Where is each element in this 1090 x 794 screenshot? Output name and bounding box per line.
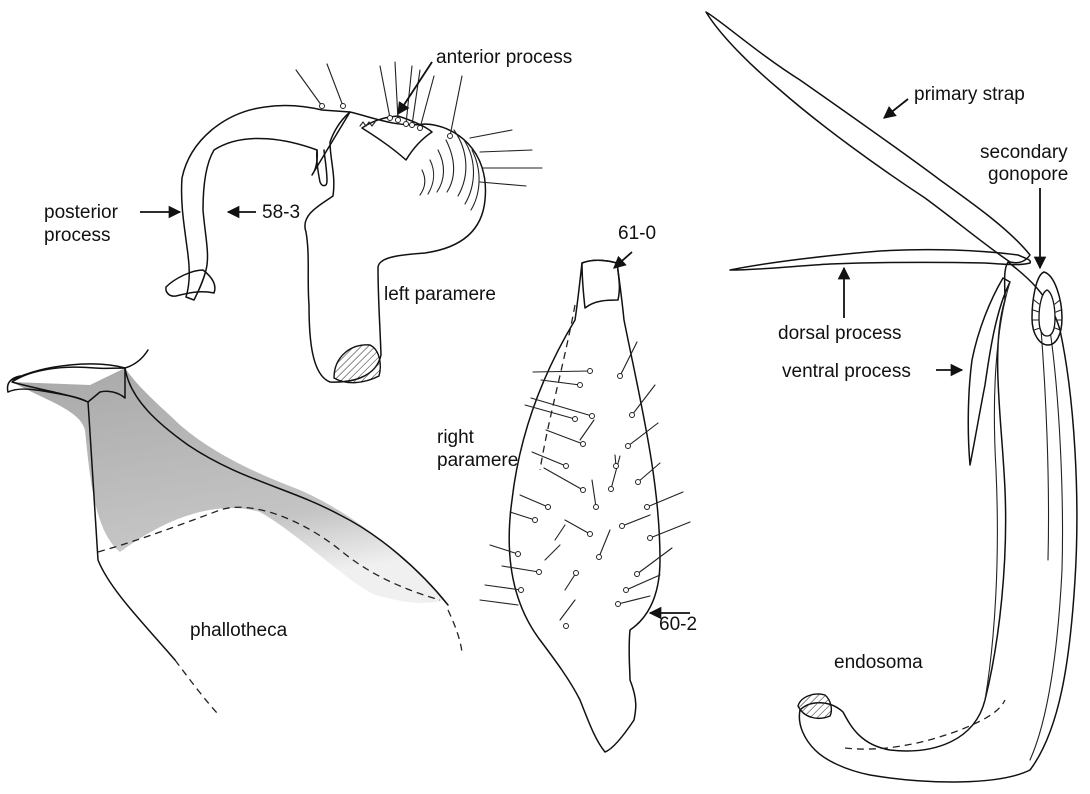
pointer-arrows: [140, 62, 1040, 613]
primary-strap-shape: [706, 12, 1030, 263]
left-paramere-socket: [334, 345, 380, 383]
label-posterior-process-2: process: [44, 225, 111, 246]
label-phallotheca: phallotheca: [190, 620, 288, 641]
labels: anterior process posterior process 58-3 …: [44, 47, 1068, 673]
label-right-paramere-1: right: [437, 427, 475, 448]
label-posterior-process-1: posterior: [44, 202, 119, 223]
left-paramere-drawing: [166, 62, 542, 383]
dorsal-process-shape: [730, 250, 1030, 270]
label-primary-strap: primary strap: [914, 84, 1025, 105]
label-code-60-2: 60-2: [659, 614, 697, 635]
left-paramere-body: [305, 112, 486, 382]
label-left-paramere: left paramere: [384, 284, 496, 305]
label-right-paramere-2: paramere: [437, 450, 518, 471]
endosoma-socket: [798, 694, 831, 718]
right-paramere-body: [509, 260, 660, 752]
right-paramere-drawing: [480, 260, 690, 752]
label-ventral-process: ventral process: [782, 361, 911, 382]
label-code-61-0: 61-0: [618, 223, 656, 244]
label-anterior-process: anterior process: [436, 47, 572, 68]
posterior-process-tip: [166, 270, 215, 296]
phallotheca-drawing: [8, 350, 463, 714]
label-secondary-gonopore-1: secondary: [980, 142, 1068, 163]
label-endosoma: endosoma: [834, 652, 923, 673]
label-secondary-gonopore-2: gonopore: [988, 164, 1068, 185]
label-dorsal-process: dorsal process: [778, 323, 902, 344]
label-code-58-3: 58-3: [262, 202, 300, 223]
phallotheca-shade: [12, 368, 445, 603]
